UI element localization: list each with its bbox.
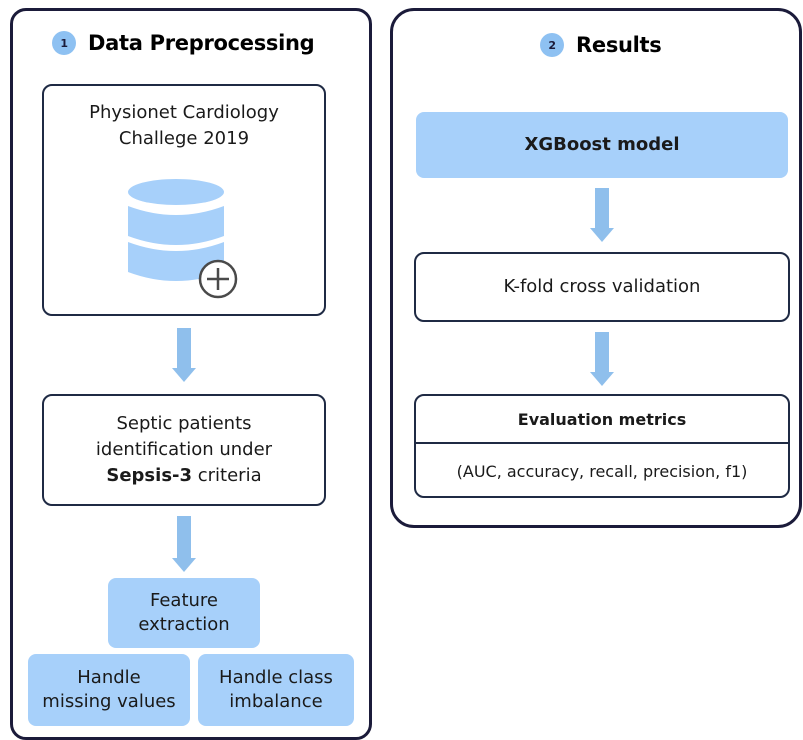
missing-line1: Handle	[77, 666, 141, 688]
data-preprocessing-header: 1 Data Preprocessing	[52, 28, 315, 58]
handle-class-imbalance-box: Handle class imbalance	[198, 654, 354, 726]
arrow-down	[172, 516, 196, 572]
sepsis3-label: Sepsis-3	[106, 465, 193, 487]
metrics-list: (AUC, accuracy, recall, precision, f1)	[456, 461, 748, 481]
arrow-down	[172, 328, 196, 382]
section-title: Data Preprocessing	[88, 31, 315, 55]
septic-line2: identification under	[95, 438, 273, 460]
dataset-name-line2: Challege 2019	[118, 128, 250, 150]
arrow-down	[590, 188, 614, 242]
feature-line2: extraction	[138, 614, 230, 635]
step-number-badge: 2	[540, 33, 564, 57]
feature-extraction-box: Feature extraction	[108, 578, 260, 648]
database-icon	[128, 179, 224, 281]
results-header: 2 Results	[540, 30, 662, 60]
section-title: Results	[576, 33, 662, 57]
missing-line2: missing values	[42, 691, 176, 712]
step-number-badge: 1	[52, 31, 76, 55]
evaluation-metrics-box: Evaluation metrics (AUC, accuracy, recal…	[414, 394, 790, 498]
imbalance-line2: imbalance	[229, 691, 323, 712]
model-label: XGBoost model	[524, 133, 680, 155]
cv-label: K-fold cross validation	[503, 275, 701, 297]
xgboost-model-box: XGBoost model	[416, 112, 788, 178]
arrow-down	[590, 332, 614, 386]
criteria-label: criteria	[192, 465, 262, 487]
metrics-title: Evaluation metrics	[416, 396, 788, 444]
imbalance-line1: Handle class	[219, 666, 333, 688]
septic-line1: Septic patients	[116, 412, 252, 434]
septic-identification-box: Septic patients identification under Sep…	[42, 394, 326, 506]
cross-validation-box: K-fold cross validation	[414, 252, 790, 322]
feature-line1: Feature	[149, 589, 219, 611]
handle-missing-values-box: Handle missing values	[28, 654, 190, 726]
plus-circle-icon	[198, 259, 238, 299]
dataset-name-line1: Physionet Cardiology	[89, 102, 279, 123]
